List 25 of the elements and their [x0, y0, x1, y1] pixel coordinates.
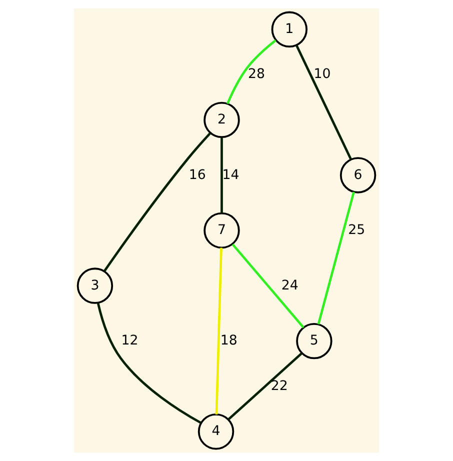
edge-label: 10 — [314, 67, 331, 82]
connector — [215, 248, 222, 414]
connector — [228, 352, 303, 420]
connector — [317, 192, 355, 324]
node-circle: 2 — [204, 102, 240, 138]
node-circle: 6 — [340, 157, 376, 194]
connector — [226, 39, 276, 104]
node-circle: 7 — [204, 212, 240, 249]
node-circle: 3 — [76, 268, 114, 304]
edge-label: 25 — [348, 223, 366, 238]
connector — [295, 44, 352, 160]
edge-label: 24 — [281, 278, 298, 294]
connector — [232, 244, 304, 328]
edge-label: 22 — [270, 378, 288, 394]
edge-label: 14 — [222, 168, 240, 183]
node-circle: 4 — [198, 414, 234, 450]
edge-label: 12 — [121, 334, 138, 349]
connector — [220, 137, 223, 214]
connector — [103, 132, 212, 272]
edge-label: 16 — [188, 168, 206, 183]
edge-label: 18 — [220, 334, 238, 349]
edge-label: 28 — [248, 67, 266, 82]
node-circle: 1 — [271, 11, 308, 48]
connector — [96, 302, 202, 424]
node-circle: 5 — [296, 322, 332, 360]
